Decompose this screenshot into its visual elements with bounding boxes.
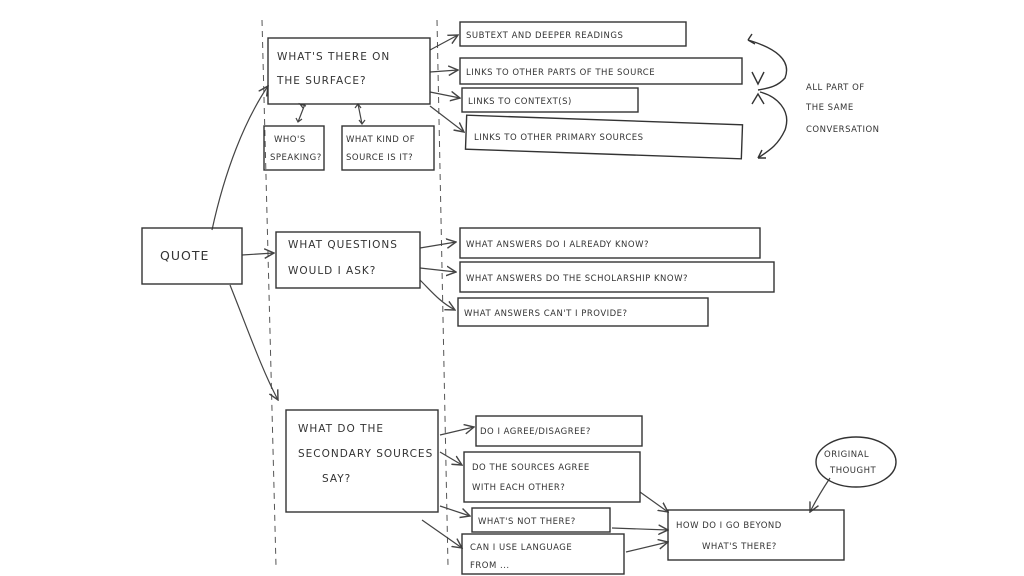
node-links-context: LINKS TO CONTEXT(S) [461,87,639,113]
node-cant-provide-line-1: WHAT ANSWERS CAN'T I PROVIDE? [464,309,628,319]
node-cant-provide: WHAT ANSWERS CAN'T I PROVIDE? [457,297,709,327]
node-links-context-line-1: LINKS TO CONTEXT(S) [468,97,572,107]
arrow-surface-to-subtext [429,35,458,51]
node-links-primary-line-1: LINKS TO OTHER PRIMARY SOURCES [474,133,644,143]
arrow-not-there-to-beyond [611,528,668,530]
node-whos-speaking-line-2: SPEAKING? [270,153,322,163]
arrow-secondary-to-not-there [439,505,470,516]
node-go-beyond-line-2: WHAT'S THERE? [702,542,777,552]
node-original-thought-line-2: THOUGHT [829,466,876,476]
node-sources-agree-line-2: WITH EACH OTHER? [472,483,565,493]
node-whos-speaking: WHO'S SPEAKING? [263,125,325,171]
node-sources-agree: DO THE SOURCES AGREE WITH EACH OTHER? [463,451,641,503]
node-original-thought-line-1: ORIGINAL [824,450,869,460]
node-conversation-line-2: THE SAME [805,103,854,113]
node-source-kind-line-1: WHAT KIND OF [346,135,415,145]
node-surface-line-2: THE SURFACE? [276,75,367,87]
arrow-questions-to-scholarship [419,268,456,272]
node-source-kind-line-2: SOURCE IS IT? [346,153,413,163]
arrow-secondary-to-language [421,519,462,548]
node-go-beyond: HOW DO I GO BEYOND WHAT'S THERE? [667,509,845,561]
node-language: CAN I USE LANGUAGE FROM ... [461,533,625,575]
arrow-secondary-to-agree [439,427,474,436]
node-subtext: SUBTEXT AND DEEPER READINGS [459,21,687,47]
node-scholarship: WHAT ANSWERS DO THE SCHOLARSHIP KNOW? [459,261,775,293]
node-surface: WHAT'S THERE ON THE SURFACE? [267,37,431,105]
connectors [211,35,831,553]
node-language-line-1: CAN I USE LANGUAGE [470,543,572,553]
arrow-quote-to-surface [211,86,268,231]
node-agree-line-1: DO I AGREE/DISAGREE? [480,427,591,437]
node-links-parts-line-1: LINKS TO OTHER PARTS OF THE SOURCE [466,68,655,78]
column-guide-right [436,19,449,567]
arrow-original-to-beyond [810,477,831,512]
arrow-quote-to-secondary [229,284,278,400]
node-not-there-line-1: WHAT'S NOT THERE? [478,517,576,527]
arrow-language-to-beyond [625,542,668,553]
node-original-thought: ORIGINAL THOUGHT [815,436,897,488]
node-not-there: WHAT'S NOT THERE? [471,507,611,533]
arrow-secondary-to-sources-agree [439,451,462,465]
node-conversation-line-3: CONVERSATION [806,125,880,135]
node-secondary-line-3: SAY? [322,473,351,485]
node-questions-line-2: WOULD I ASK? [288,265,376,277]
node-secondary: WHAT DO THE SECONDARY SOURCES SAY? [285,409,439,513]
node-whos-speaking-line-1: WHO'S [274,135,306,145]
conversation-brace [747,33,788,159]
node-surface-line-1: WHAT'S THERE ON [277,51,390,63]
arrow-surface-to-links-context [429,92,460,98]
node-already-know: WHAT ANSWERS DO I ALREADY KNOW? [459,227,761,259]
arrow-surface-sourcekind [354,103,366,125]
node-sources-agree-line-1: DO THE SOURCES AGREE [472,463,590,473]
node-conversation: ALL PART OF THE SAME CONVERSATION [805,83,880,135]
node-secondary-line-2: SECONDARY SOURCES [298,448,433,460]
node-questions: WHAT QUESTIONS WOULD I ASK? [275,231,421,289]
node-quote: QUOTE [141,227,243,285]
arrow-questions-to-cant-provide [419,279,455,310]
node-scholarship-line-1: WHAT ANSWERS DO THE SCHOLARSHIP KNOW? [466,274,688,284]
node-go-beyond-line-1: HOW DO I GO BEYOND [676,521,782,531]
arrow-questions-to-already-know [419,242,456,248]
node-links-parts: LINKS TO OTHER PARTS OF THE SOURCE [459,57,743,85]
node-secondary-line-1: WHAT DO THE [298,423,384,435]
arrow-surface-to-links-parts [429,70,458,72]
arrow-surface-speaking [295,102,307,123]
node-quote-line-1: QUOTE [160,248,209,263]
node-subtext-line-1: SUBTEXT AND DEEPER READINGS [466,31,623,41]
node-already-know-line-1: WHAT ANSWERS DO I ALREADY KNOW? [466,240,649,250]
node-links-primary: LINKS TO OTHER PRIMARY SOURCES [464,114,744,160]
node-source-kind: WHAT KIND OF SOURCE IS IT? [341,125,435,171]
node-language-line-2: FROM ... [470,561,510,571]
arrow-quote-to-questions [241,253,274,255]
node-agree: DO I AGREE/DISAGREE? [475,415,643,447]
arrow-sources-agree-to-beyond [639,491,668,512]
column-guide-left [261,19,277,567]
arrow-surface-to-links-primary [429,105,464,132]
node-conversation-line-1: ALL PART OF [806,83,865,93]
node-questions-line-1: WHAT QUESTIONS [288,239,398,251]
